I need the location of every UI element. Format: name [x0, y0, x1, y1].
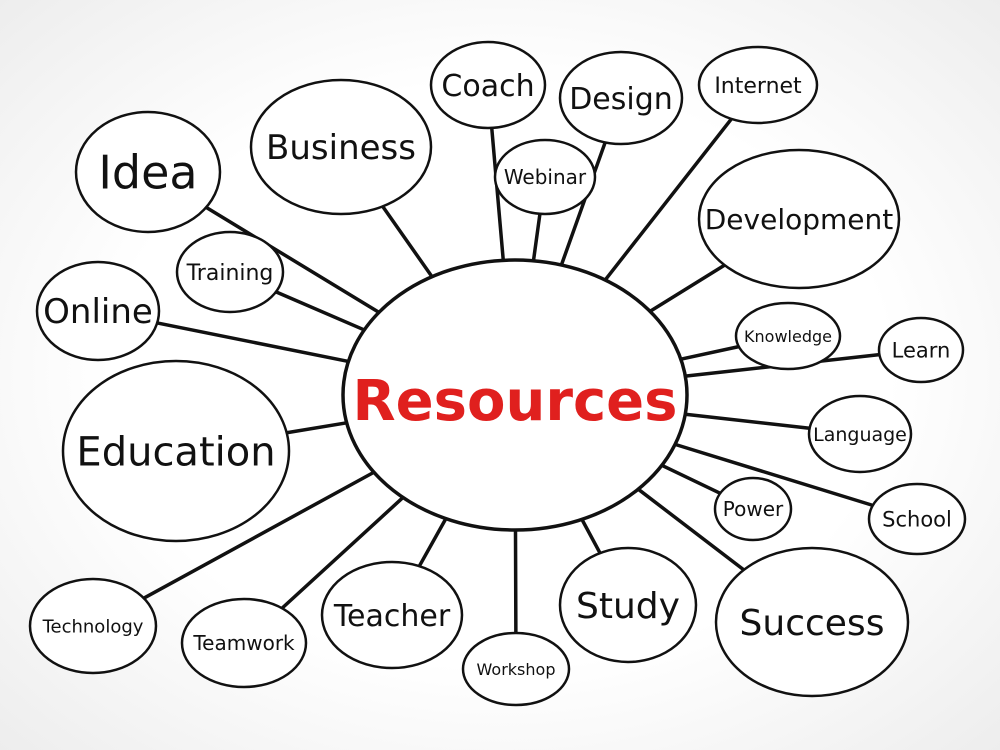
label-internet: Internet	[714, 74, 802, 99]
bubble-coach	[429, 40, 547, 130]
connector-webinar	[531, 212, 542, 263]
label-design: Design	[569, 82, 673, 117]
bubble-knowledge	[734, 301, 842, 371]
topic-bubbles: Idea Business Coach Design InternetWebinarDe…	[28, 40, 967, 707]
label-power: Power	[723, 497, 784, 521]
label-success: Success	[740, 603, 885, 644]
node-teacher: Teacher	[320, 560, 464, 670]
bubble-teacher	[320, 560, 464, 670]
node-development: Development	[697, 148, 901, 290]
bubble-language	[807, 394, 913, 474]
hub-label: Resources	[353, 369, 678, 434]
bubble-workshop	[461, 631, 571, 707]
label-education: Education	[76, 429, 275, 475]
connector-training	[274, 290, 367, 332]
node-design: Design	[558, 50, 684, 146]
node-workshop: Workshop	[461, 631, 571, 707]
bubble-education	[61, 359, 291, 543]
connector-school	[673, 442, 875, 508]
node-success: Success	[714, 546, 910, 698]
label-study: Study	[576, 586, 680, 627]
bubble-idea	[74, 110, 222, 234]
connector-coach	[489, 126, 506, 263]
connector-idea	[204, 205, 381, 315]
node-study: Study	[558, 546, 698, 664]
bubble-success	[714, 546, 910, 698]
hub-bubble	[341, 258, 689, 532]
node-teamwork: Teamwork	[180, 597, 308, 689]
connector-teacher	[417, 516, 448, 568]
connector-knowledge	[679, 344, 741, 361]
bubble-school	[867, 482, 967, 556]
node-coach: Coach	[429, 40, 547, 130]
bubble-training	[175, 230, 285, 314]
label-teamwork: Teamwork	[192, 631, 295, 655]
label-development: Development	[705, 203, 894, 236]
label-teacher: Teacher	[333, 599, 451, 634]
connector-lines	[142, 117, 882, 635]
label-idea: Idea	[98, 146, 197, 200]
connector-business	[380, 204, 434, 279]
bubble-study	[558, 546, 698, 664]
node-knowledge: Knowledge	[734, 301, 842, 371]
label-business: Business	[266, 128, 416, 168]
node-webinar: Webinar	[493, 138, 597, 216]
label-language: Language	[813, 424, 907, 446]
bubble-business	[249, 78, 433, 216]
bubble-power	[713, 476, 793, 542]
node-school: School	[867, 482, 967, 556]
label-training: Training	[186, 261, 274, 286]
central-hub: Resources	[341, 258, 689, 532]
connector-design	[559, 140, 607, 267]
label-learn: Learn	[892, 339, 951, 363]
bubble-technology	[28, 577, 158, 675]
connector-success	[636, 487, 746, 572]
connector-language	[683, 412, 812, 431]
connector-online	[155, 321, 351, 364]
label-technology: Technology	[42, 616, 144, 637]
node-power: Power	[713, 476, 793, 542]
label-webinar: Webinar	[504, 165, 587, 189]
connector-technology	[142, 470, 376, 600]
bubble-online	[35, 260, 161, 362]
bubble-webinar	[493, 138, 597, 216]
bubble-design	[558, 50, 684, 146]
label-workshop: Workshop	[477, 660, 556, 679]
node-idea: Idea	[74, 110, 222, 234]
connector-teamwork	[280, 495, 405, 610]
label-school: School	[882, 508, 952, 532]
bubble-development	[697, 148, 901, 290]
connector-education	[284, 421, 349, 435]
bubble-internet	[697, 45, 819, 125]
bubble-learn	[877, 316, 965, 384]
connector-development	[648, 263, 727, 314]
label-coach: Coach	[441, 69, 534, 104]
node-technology: Technology	[28, 577, 158, 675]
label-knowledge: Knowledge	[744, 327, 832, 346]
node-internet: Internet	[697, 45, 819, 125]
node-language: Language	[807, 394, 913, 474]
connector-power	[660, 463, 722, 496]
node-training: Training	[175, 230, 285, 314]
node-education: Education	[61, 359, 291, 543]
connector-internet	[603, 117, 734, 282]
connector-study	[580, 517, 602, 555]
node-learn: Learn	[877, 316, 965, 384]
label-online: Online	[43, 292, 153, 332]
node-online: Online	[35, 260, 161, 362]
bubble-teamwork	[180, 597, 308, 689]
node-business: Business	[249, 78, 433, 216]
